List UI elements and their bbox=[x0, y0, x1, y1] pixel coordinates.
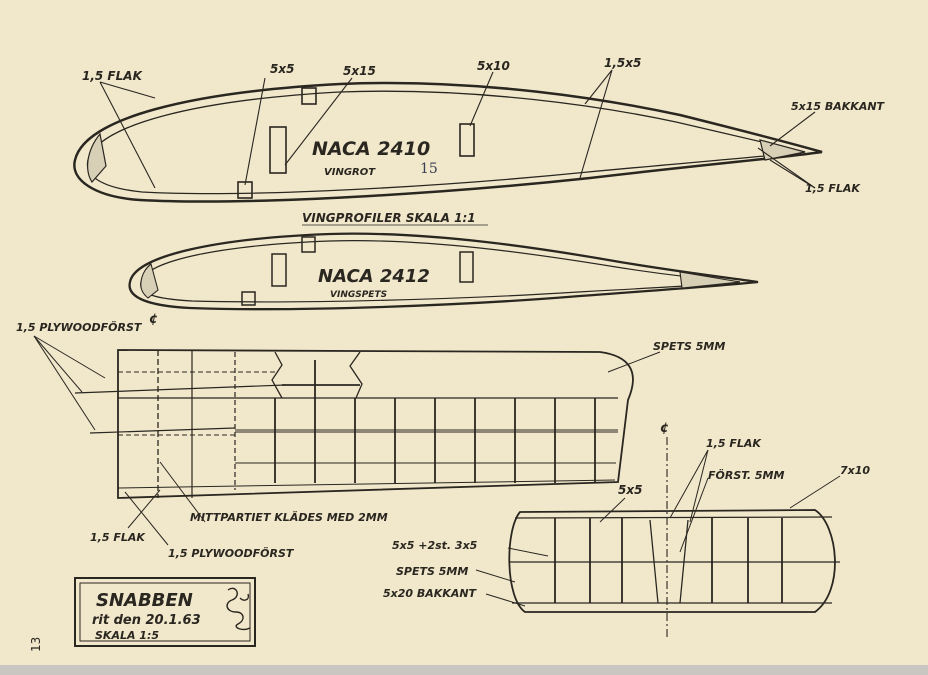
label-5x5: 5x5 bbox=[270, 62, 294, 76]
handwritten-note: 15 bbox=[420, 161, 438, 177]
label-spets-wing: SPETS 5MM bbox=[653, 340, 725, 353]
page-number: 13 bbox=[29, 637, 43, 652]
label-bakkant: 5x20 BAKKANT bbox=[383, 587, 478, 600]
label-flak-le: 1,5 FLAK bbox=[82, 69, 144, 83]
label-flak-te: 1,5 FLAK bbox=[805, 182, 861, 195]
label-plywood-top: 1,5 PLYWOODFÖRST bbox=[16, 320, 143, 334]
label-spets-stab: SPETS 5MM bbox=[396, 565, 468, 578]
leading-edge-block bbox=[87, 132, 107, 183]
label-forst: FÖRST. 5MM bbox=[708, 468, 785, 482]
title-block: SNABBEN rit den 20.1.63 SKALA 1:5 bbox=[74, 577, 256, 647]
label-flak-wing: 1,5 FLAK bbox=[90, 531, 146, 544]
label-mitt: MITTPARTIET KLÄDES MED 2MM bbox=[190, 510, 388, 524]
airfoil-root: 1,5 FLAK 5x5 5x15 5x10 1,5x5 5x15 BAKKAN… bbox=[73, 56, 886, 203]
trailing-edge-block bbox=[759, 139, 806, 161]
label-5x15: 5x15 bbox=[343, 64, 376, 78]
profile-root-sub: VINGROT bbox=[324, 167, 376, 178]
profile-tip-name: NACA 2412 bbox=[318, 266, 430, 287]
title-scale: SKALA 1:5 bbox=[95, 629, 159, 642]
scan-edge-bar bbox=[0, 665, 928, 675]
wing-plan: ¢ bbox=[16, 312, 725, 560]
airfoil-tip: NACA 2412 VINGSPETS bbox=[128, 232, 759, 311]
stab-centerline: ¢ bbox=[660, 421, 669, 436]
profiles-caption: VINGPROFILER SKALA 1:1 bbox=[302, 211, 476, 225]
label-7x10: 7x10 bbox=[840, 464, 870, 477]
profile-root-name: NACA 2410 bbox=[312, 138, 430, 160]
label-flak-stab: 1,5 FLAK bbox=[706, 437, 762, 450]
label-stab-5x5: 5x5 bbox=[618, 483, 642, 497]
label-combo: 5x5 +2st. 3x5 bbox=[392, 539, 478, 552]
wing-centerline: ¢ bbox=[149, 312, 158, 327]
title-date: rit den 20.1.63 bbox=[92, 613, 201, 628]
label-te: 5x15 BAKKANT bbox=[791, 100, 886, 113]
stabilizer-plan: ¢ 1,5 FLAK FÖRST. 5MM 7x10 5x5 bbox=[383, 421, 870, 640]
signature-scribble bbox=[226, 587, 251, 631]
label-plywood-bottom: 1,5 PLYWOODFÖRST bbox=[168, 546, 295, 560]
label-5x10: 5x10 bbox=[477, 59, 510, 73]
title-name: SNABBEN bbox=[96, 590, 193, 611]
label-skin: 1,5x5 bbox=[604, 56, 641, 70]
profile-tip-sub: VINGSPETS bbox=[330, 290, 387, 300]
